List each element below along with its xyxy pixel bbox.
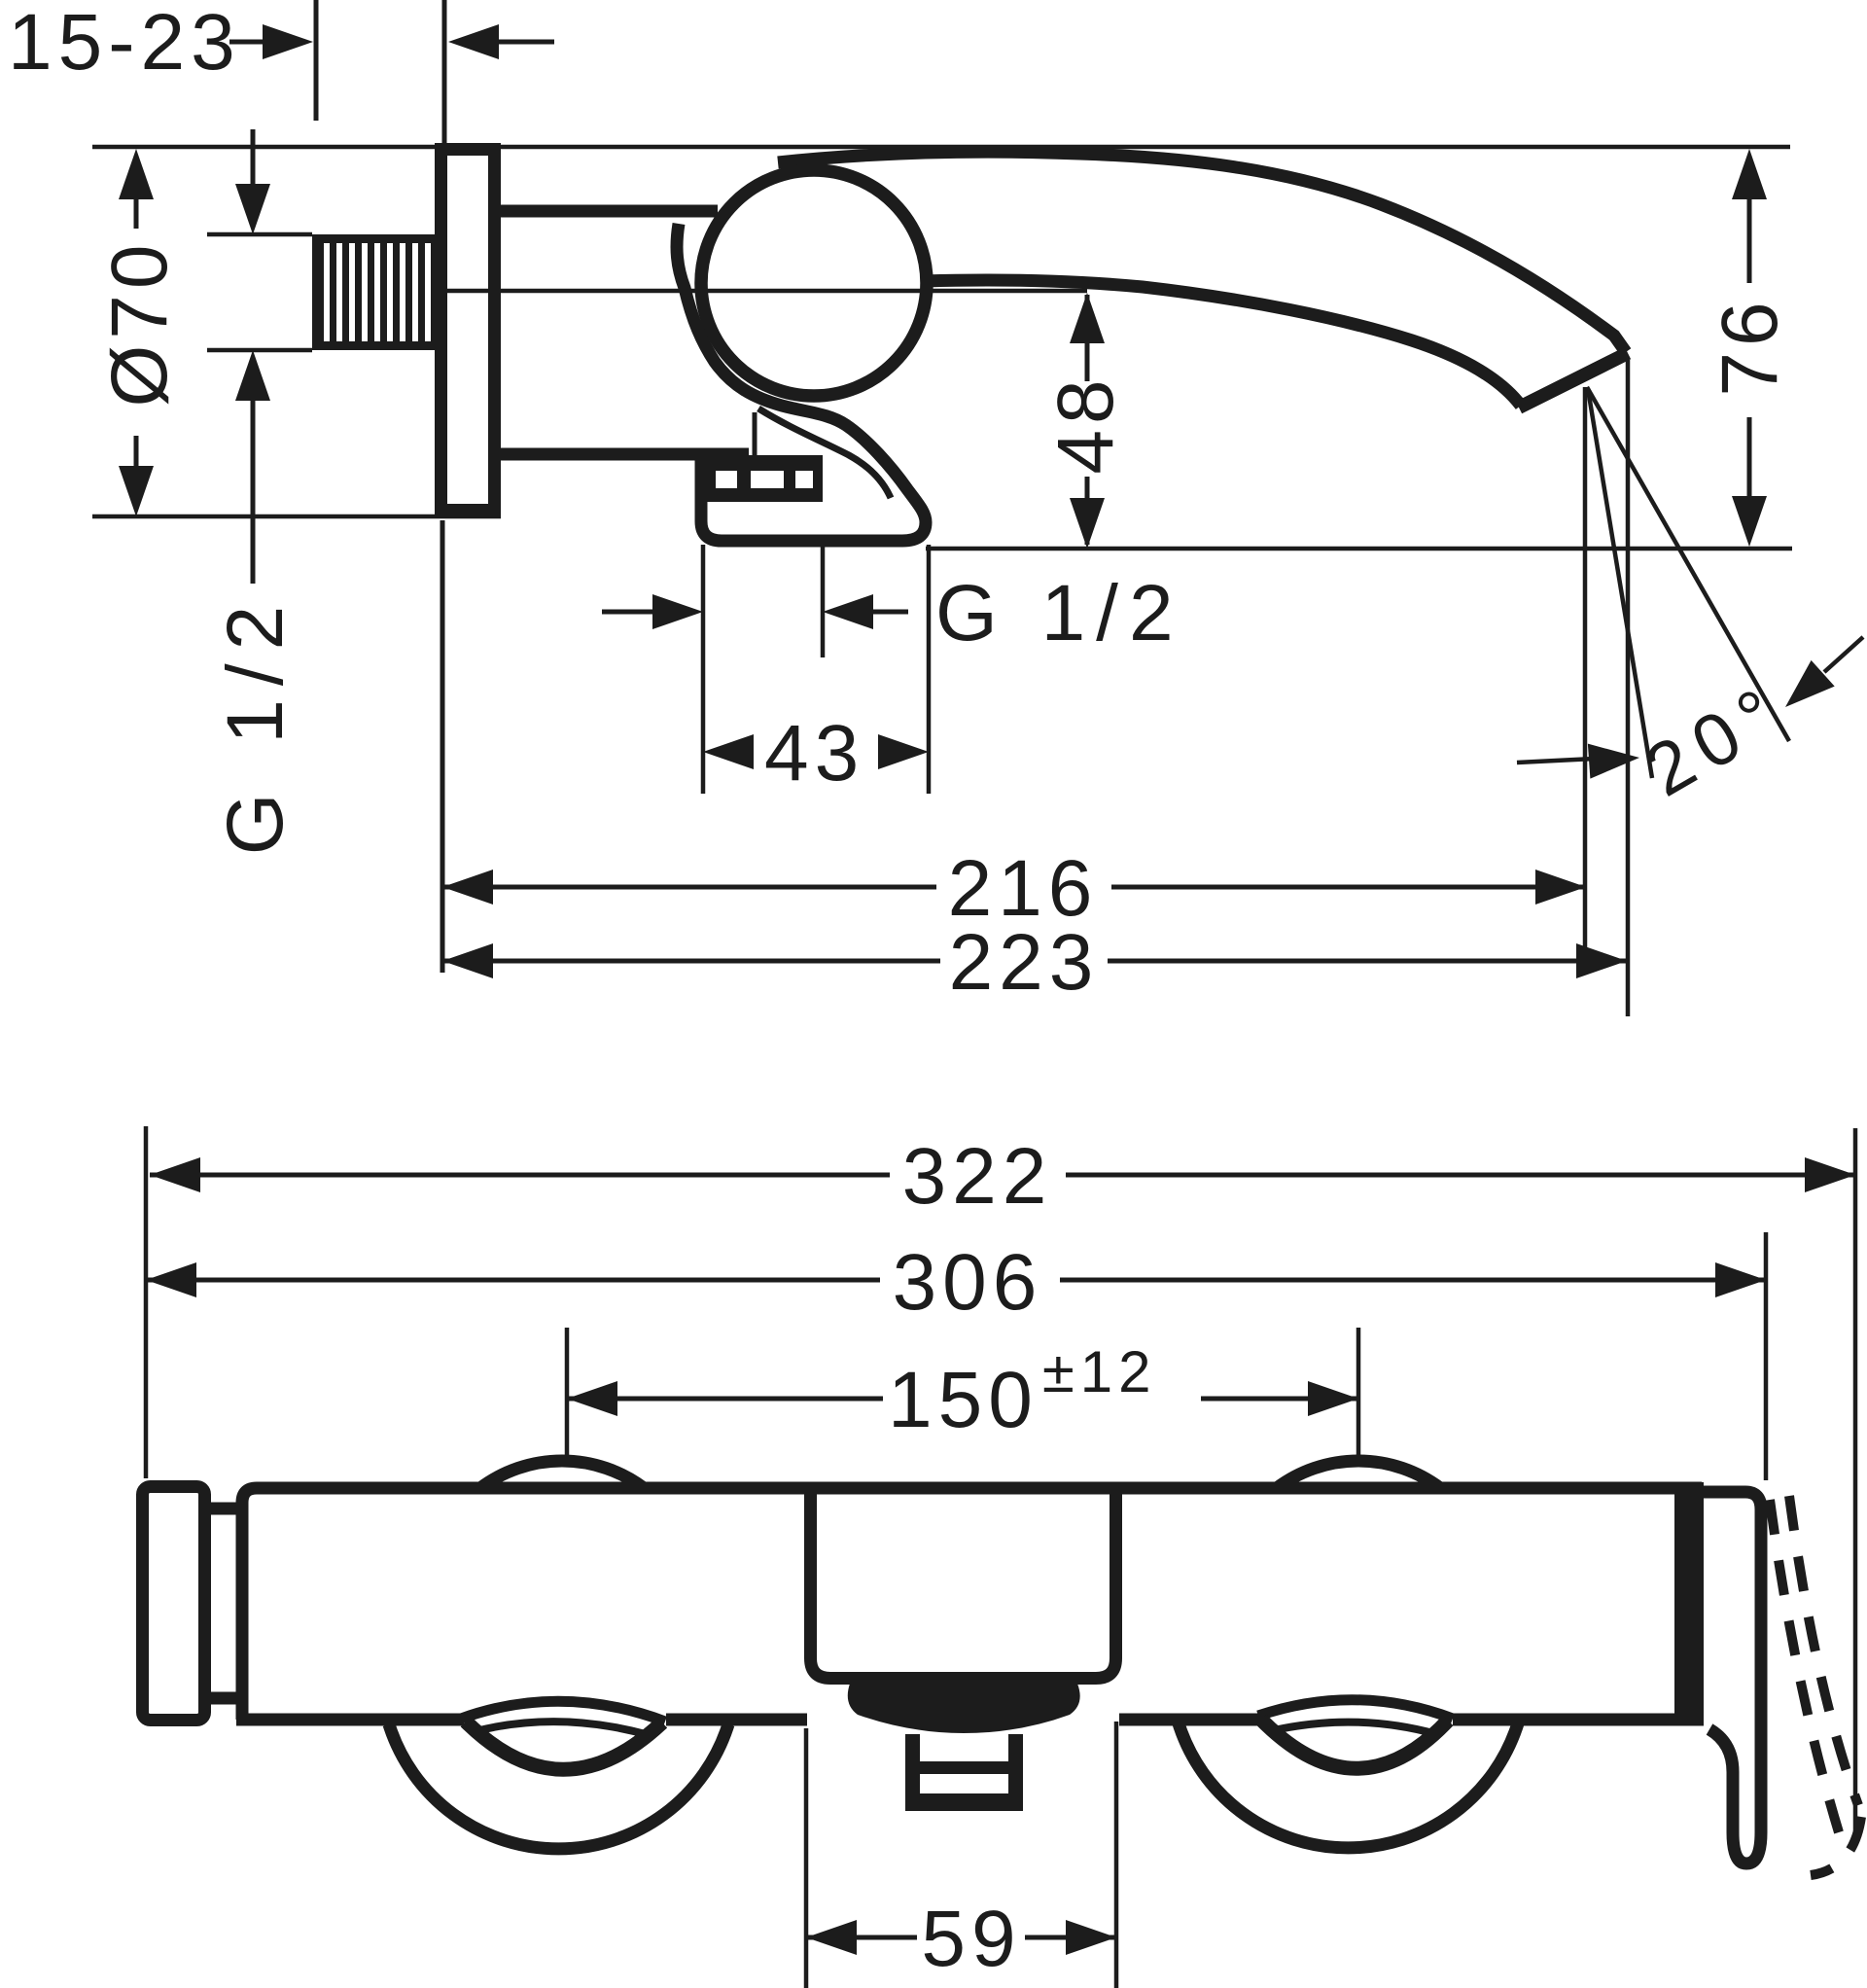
svg-text:223: 223	[949, 918, 1100, 1007]
svg-text:G 1/2: G 1/2	[211, 592, 299, 856]
svg-text:43: 43	[764, 709, 864, 798]
svg-text:76: 76	[1706, 296, 1794, 396]
svg-text:322: 322	[902, 1132, 1053, 1221]
svg-text:48: 48	[1041, 373, 1130, 474]
svg-text:59: 59	[921, 1895, 1021, 1983]
svg-text:Ø70: Ø70	[95, 239, 184, 408]
svg-text:G 1/2: G 1/2	[935, 569, 1184, 657]
svg-text:306: 306	[893, 1238, 1043, 1327]
svg-text:15-23: 15-23	[8, 0, 241, 87]
svg-text:216: 216	[948, 844, 1099, 933]
